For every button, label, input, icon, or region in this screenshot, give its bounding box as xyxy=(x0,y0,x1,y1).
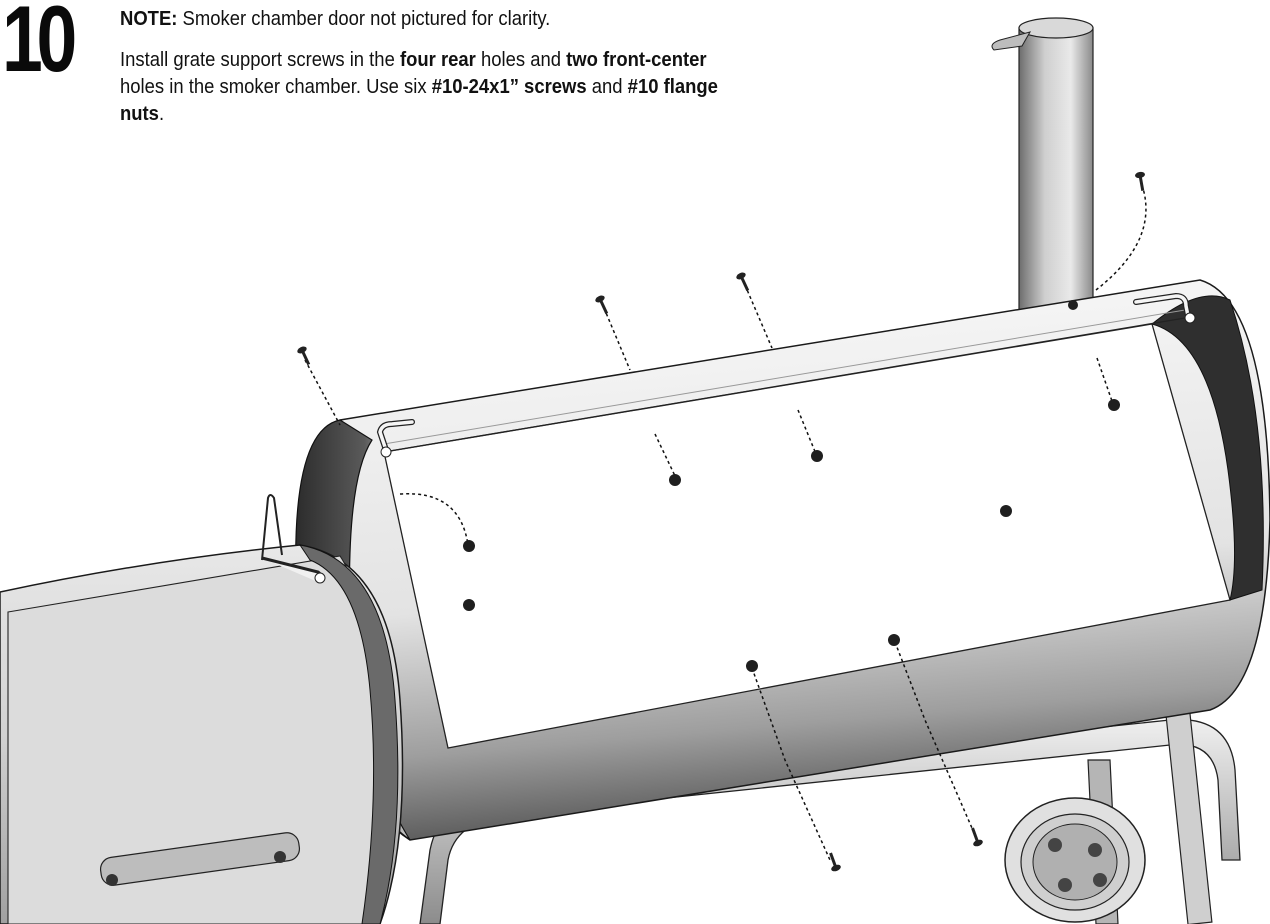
wheel xyxy=(1004,797,1146,923)
instruction-text-1: Install grate support screws in the xyxy=(120,48,400,71)
firebox xyxy=(0,494,404,924)
install-instruction: Install grate support screws in the four… xyxy=(120,46,750,127)
instruction-text-5: . xyxy=(158,102,165,125)
flange-nut-icon xyxy=(463,300,1120,672)
instruction-bold-screws: #10-24x1” screws xyxy=(431,75,587,98)
instruction-text-3: holes in the smoker chamber. Use six xyxy=(120,75,432,98)
note-label: NOTE: xyxy=(120,7,178,30)
note-body: Smoker chamber door not pictured for cla… xyxy=(177,7,551,30)
step-number: 10 xyxy=(2,0,77,91)
screw-guide-lines xyxy=(304,184,1147,861)
screw-icon xyxy=(297,171,1145,366)
grate-support-bracket-right xyxy=(1133,292,1196,324)
grate-support-bracket-left xyxy=(376,419,415,458)
note-text: NOTE: Smoker chamber door not pictured f… xyxy=(120,5,750,32)
smoker-chamber xyxy=(295,279,1270,841)
instruction-text-4: and xyxy=(586,75,628,98)
screw-icon-lower xyxy=(829,827,983,872)
instruction-bold-four-rear: four rear xyxy=(399,48,476,71)
firebox-handle xyxy=(99,832,301,886)
instruction-bold-two-front-center: two front-center xyxy=(566,48,707,71)
instruction-bold-flange-nuts: #10 flange nuts xyxy=(120,75,718,125)
instruction-text-2: holes and xyxy=(475,48,567,71)
